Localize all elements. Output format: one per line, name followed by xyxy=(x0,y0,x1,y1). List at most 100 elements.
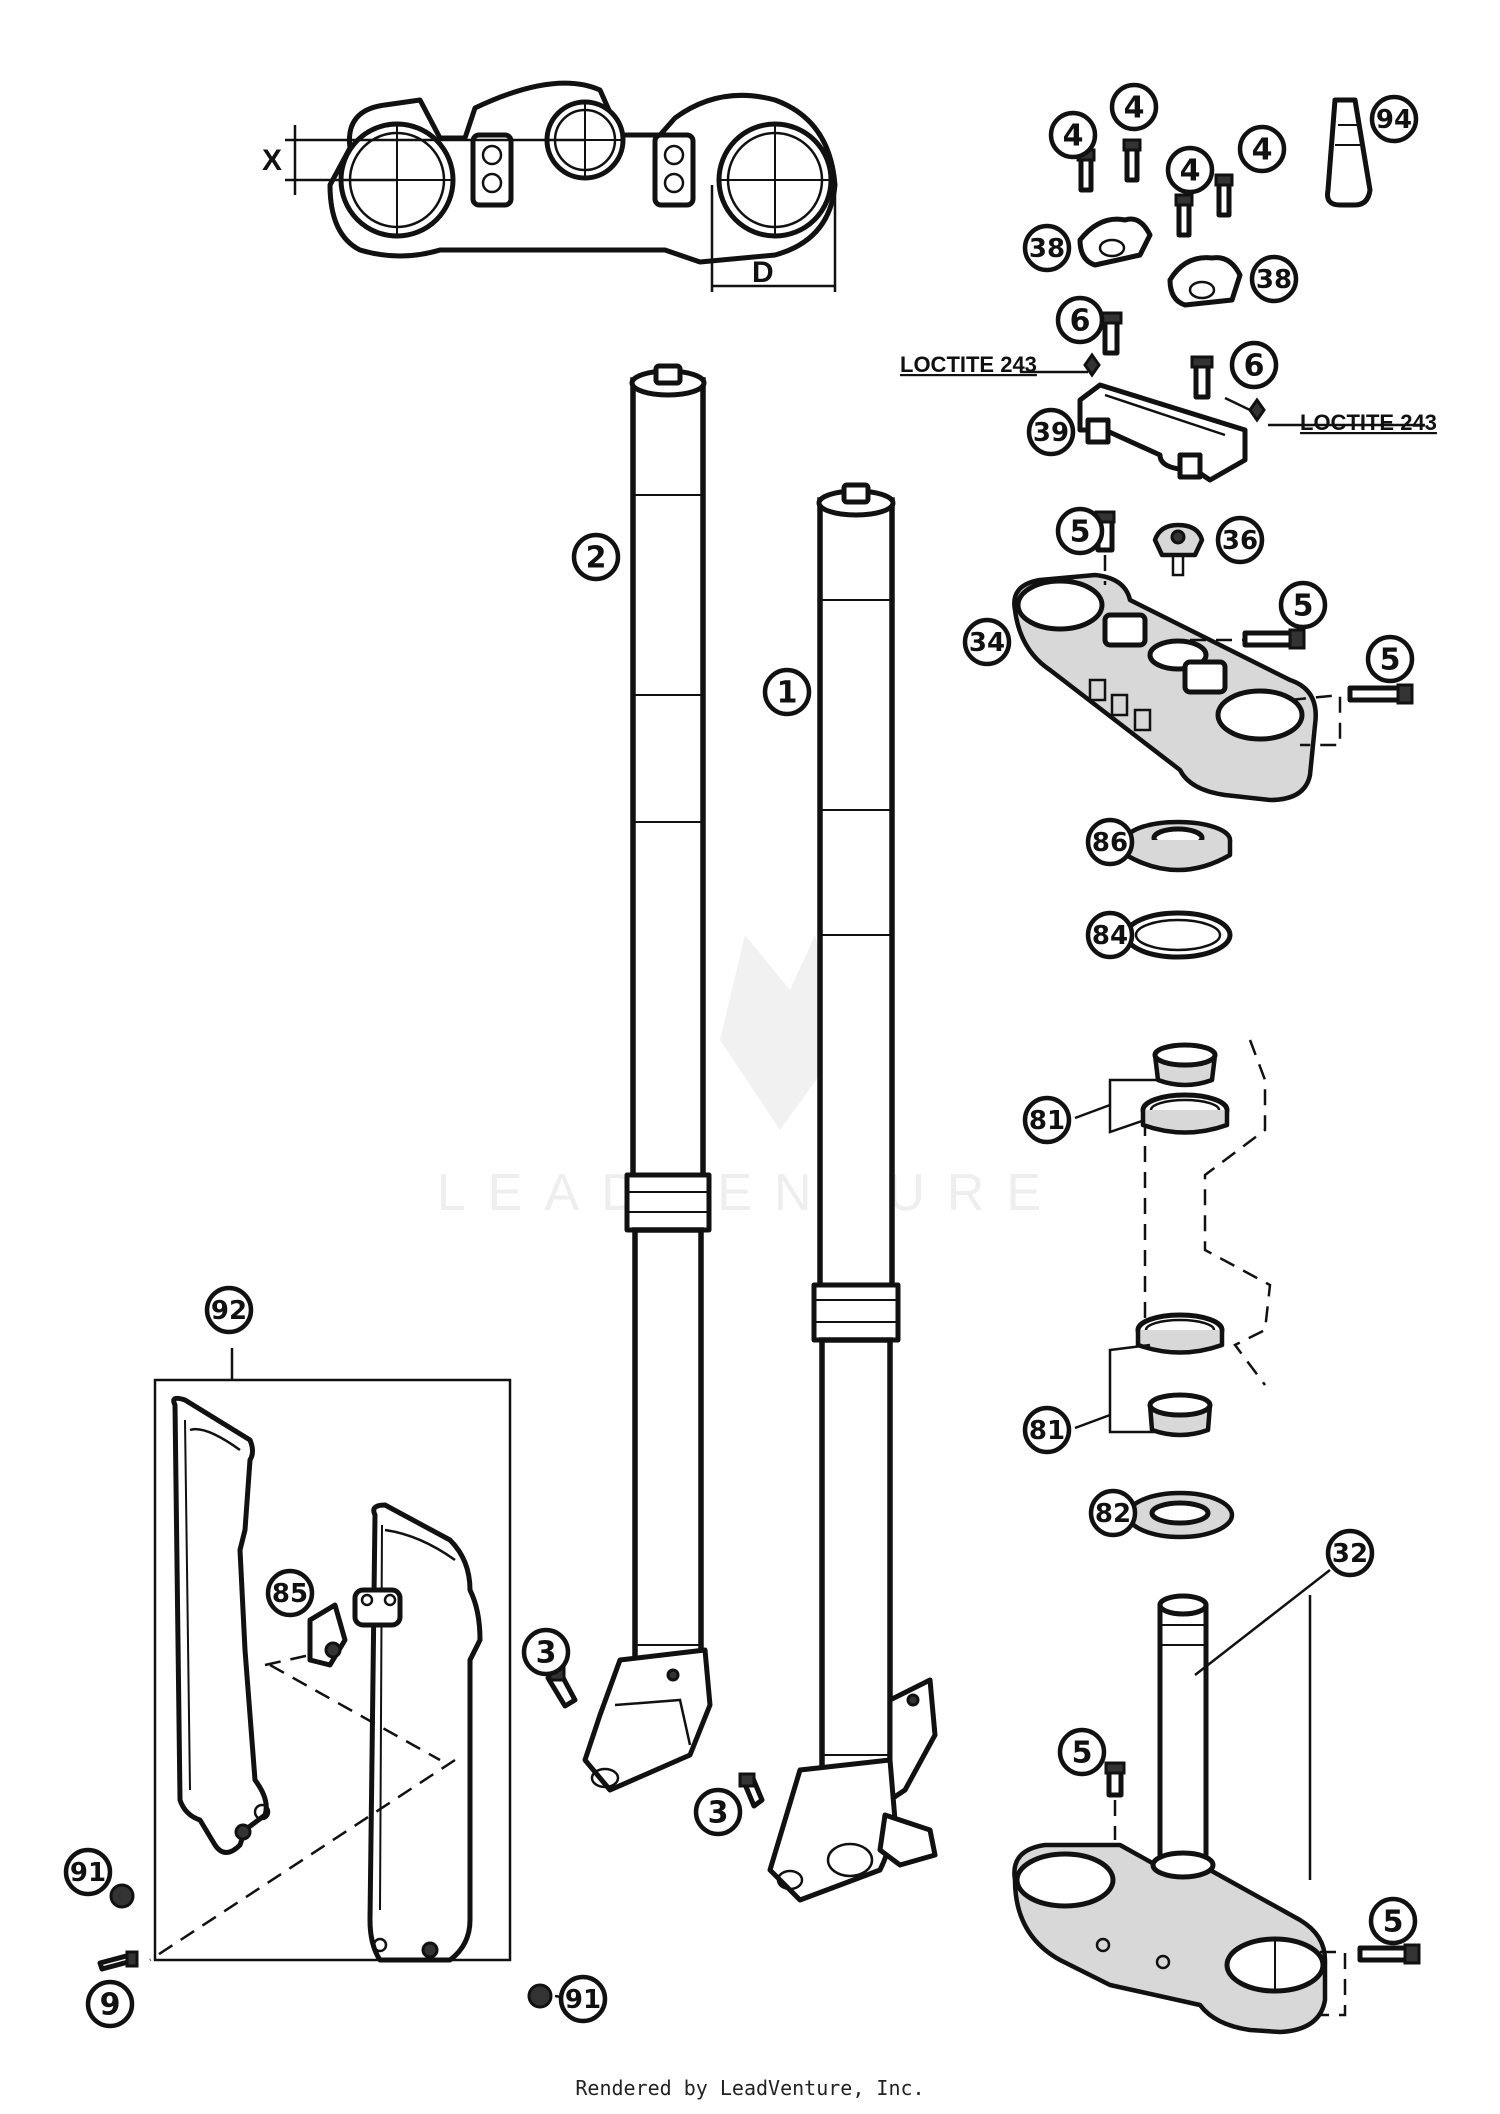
steering-bearings xyxy=(1074,1039,1272,1540)
upper-triple-clamp xyxy=(1012,510,1414,803)
callout-label: 9 xyxy=(100,1988,121,2023)
callout-circle xyxy=(1057,1727,1107,1777)
loctite-243-note-right: LOCTITE 243 xyxy=(1300,410,1437,435)
callout-c38a: 38 xyxy=(1022,223,1072,273)
callout-label: 4 xyxy=(1180,154,1201,189)
callout-c85: 85 xyxy=(265,1568,315,1618)
callout-label: 5 xyxy=(1380,643,1401,678)
callout-c86: 86 xyxy=(1085,817,1135,867)
callout-c9: 9 xyxy=(85,1979,135,2029)
callout-circle xyxy=(962,617,1012,667)
callout-label: 82 xyxy=(1095,1499,1131,1529)
callout-c1: 1 xyxy=(762,667,812,717)
callout-label: 4 xyxy=(1124,91,1145,126)
watermark: LEADVENTURE xyxy=(437,935,1063,1222)
handlebar-clamps xyxy=(1020,216,1425,483)
callout-circle xyxy=(1215,515,1265,565)
callout-c3b: 3 xyxy=(693,1787,743,1837)
watermark-text: LEADVENTURE xyxy=(437,1164,1063,1222)
callout-label: 91 xyxy=(565,1985,601,2015)
callout-c4c: 4 xyxy=(1165,145,1215,195)
callout-c92: 92 xyxy=(204,1285,254,1335)
callout-c5d: 5 xyxy=(1057,1727,1107,1777)
callout-c91b: 91 xyxy=(558,1974,608,2024)
fork-leg-2 xyxy=(582,363,713,1793)
callout-circle xyxy=(1365,634,1415,684)
callout-circle xyxy=(1278,580,1328,630)
callout-circle xyxy=(1109,82,1159,132)
callout-circle xyxy=(1048,110,1098,160)
callout-label: 92 xyxy=(211,1296,247,1326)
callout-circle xyxy=(1022,1095,1072,1145)
callout-c81b: 81 xyxy=(1022,1405,1072,1455)
fork-leg-1 xyxy=(767,482,938,1903)
callout-label: 81 xyxy=(1029,1416,1065,1446)
callout-label: 5 xyxy=(1072,1736,1093,1771)
callout-c32: 32 xyxy=(1325,1528,1375,1578)
callout-label: 32 xyxy=(1332,1539,1368,1569)
callout-label: 38 xyxy=(1256,265,1292,295)
callout-label: 86 xyxy=(1092,828,1128,858)
callout-c34: 34 xyxy=(962,617,1012,667)
callout-c38b: 38 xyxy=(1249,254,1299,304)
dimension-d-label: D xyxy=(752,256,774,289)
callout-circle xyxy=(204,1285,254,1335)
callout-c3a: 3 xyxy=(521,1627,571,1677)
callout-c4d: 4 xyxy=(1237,124,1287,174)
callout-label: 1 xyxy=(777,676,798,711)
callout-c4a: 4 xyxy=(1048,110,1098,160)
callout-c5b: 5 xyxy=(1278,580,1328,630)
callout-circle xyxy=(1237,124,1287,174)
callout-label: 81 xyxy=(1029,1106,1065,1136)
callout-c81a: 81 xyxy=(1022,1095,1072,1145)
callout-label: 38 xyxy=(1029,234,1065,264)
callout-c2: 2 xyxy=(571,532,621,582)
callout-label: 84 xyxy=(1092,921,1128,951)
callout-label: 5 xyxy=(1293,589,1314,624)
callout-circle xyxy=(265,1568,315,1618)
callout-circle xyxy=(693,1787,743,1837)
callout-label: 3 xyxy=(708,1796,729,1831)
callout-c5e: 5 xyxy=(1368,1896,1418,1946)
callout-circle xyxy=(1229,340,1279,390)
callout-circle xyxy=(1249,254,1299,304)
credit-text: Rendered by LeadVenture, Inc. xyxy=(575,2076,924,2100)
callout-c36: 36 xyxy=(1215,515,1265,565)
callout-label: 91 xyxy=(70,1858,106,1888)
bearing-seals xyxy=(1123,819,1233,960)
callout-circle xyxy=(1085,910,1135,960)
callout-label: 2 xyxy=(586,541,607,576)
callout-c4b: 4 xyxy=(1109,82,1159,132)
callout-c82: 82 xyxy=(1088,1488,1138,1538)
loctite-243-note-left: LOCTITE 243 xyxy=(900,352,1037,377)
callout-label: 5 xyxy=(1383,1905,1404,1940)
callout-circle xyxy=(1325,1528,1375,1578)
callout-c5a: 5 xyxy=(1055,506,1105,556)
callout-layer: 1233444455555669323436383839818182848586… xyxy=(63,82,1419,2029)
callout-circle xyxy=(1026,407,1076,457)
lower-triple-clamp xyxy=(1012,1569,1421,2035)
dimension-x-label: X xyxy=(262,144,282,177)
callout-label: 34 xyxy=(969,628,1005,658)
callout-c94: 94 xyxy=(1369,94,1419,144)
callout-circle xyxy=(85,1979,135,2029)
callout-circle xyxy=(1368,1896,1418,1946)
callout-c84: 84 xyxy=(1085,910,1135,960)
callout-circle xyxy=(1085,817,1135,867)
callout-circle xyxy=(571,532,621,582)
callout-circle xyxy=(1165,145,1215,195)
callout-label: 36 xyxy=(1222,526,1258,556)
callout-c39: 39 xyxy=(1026,407,1076,457)
callout-circle xyxy=(1055,295,1105,345)
callout-label: 6 xyxy=(1244,349,1265,384)
callout-circle xyxy=(1022,223,1072,273)
callout-c6a: 6 xyxy=(1055,295,1105,345)
callout-c6b: 6 xyxy=(1229,340,1279,390)
triple-clamp-dimension-view: X D xyxy=(262,80,838,292)
callout-circle xyxy=(521,1627,571,1677)
fork-protector-set xyxy=(149,1348,512,1963)
callout-circle xyxy=(762,667,812,717)
callout-circle xyxy=(1055,506,1105,556)
callout-label: 4 xyxy=(1252,133,1273,168)
